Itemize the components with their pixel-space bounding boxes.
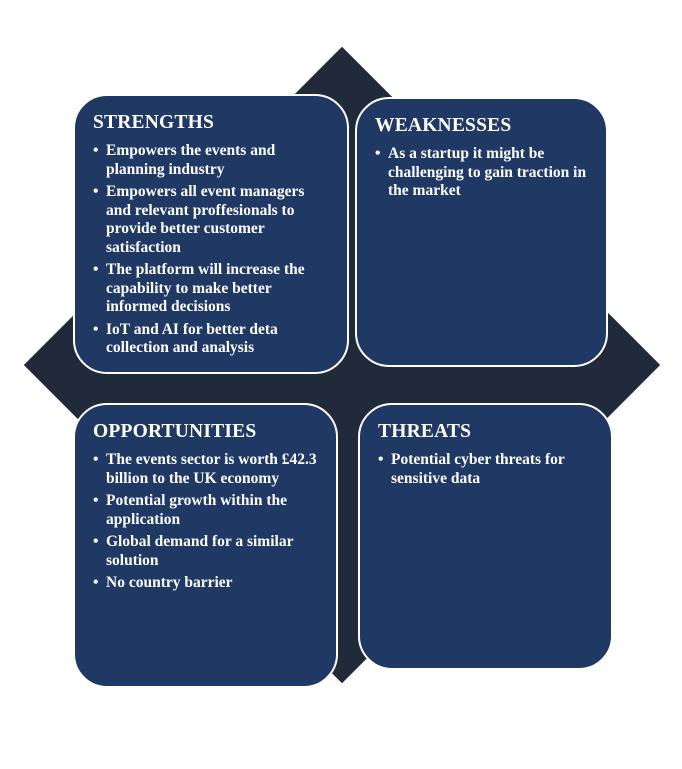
threats-card: THREATS •Potential cyber threats for sen… <box>358 403 613 670</box>
list-item: •Potential cyber threats for sensitive d… <box>378 451 565 487</box>
list-item: •The platform will increase the capabili… <box>93 261 305 315</box>
list-item: •No country barrier <box>93 574 233 591</box>
list-item: •Potential growth within the application <box>93 492 287 528</box>
opportunities-card: OPPORTUNITIES •The events sector is wort… <box>73 403 338 688</box>
list-item: •Global demand for a similar solution <box>93 533 294 569</box>
bullet-icon: • <box>378 451 384 468</box>
opportunities-title: OPPORTUNITIES <box>93 421 257 442</box>
bullet-icon: • <box>93 533 99 550</box>
list-item: •The events sector is worth £42.3 billio… <box>93 451 317 487</box>
bullet-icon: • <box>93 142 99 159</box>
strengths-card: STRENGTHS •Empowers the events and plann… <box>73 94 349 374</box>
weaknesses-title: WEAKNESSES <box>375 115 512 136</box>
strengths-title: STRENGTHS <box>93 112 215 133</box>
strengths-list: •Empowers the events and planning indust… <box>93 142 331 358</box>
bullet-icon: • <box>93 451 99 468</box>
threats-list: •Potential cyber threats for sensitive d… <box>378 451 595 488</box>
bullet-icon: • <box>375 145 381 162</box>
list-item: •Empowers all event managers and relevan… <box>93 183 305 256</box>
opportunities-list: •The events sector is worth £42.3 billio… <box>93 451 320 593</box>
list-item: •IoT and AI for better deta collection a… <box>93 320 278 357</box>
bullet-icon: • <box>93 261 99 278</box>
bullet-icon: • <box>93 492 99 509</box>
weaknesses-list: •As a startup it might be challenging to… <box>375 145 590 201</box>
bullet-icon: • <box>93 183 99 200</box>
list-item: •Empowers the events and planning indust… <box>93 142 276 178</box>
weaknesses-card: WEAKNESSES •As a startup it might be cha… <box>355 97 608 367</box>
bullet-icon: • <box>93 320 99 338</box>
threats-title: THREATS <box>378 421 472 442</box>
bullet-icon: • <box>93 574 99 591</box>
list-item: •As a startup it might be challenging to… <box>375 145 587 199</box>
